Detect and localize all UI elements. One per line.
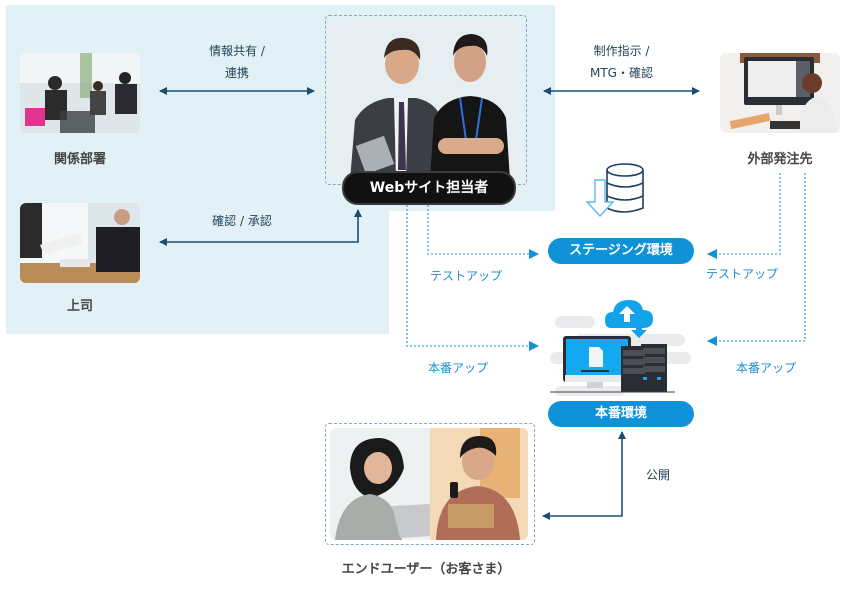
boss-handing-document-photo (20, 203, 140, 283)
cloud-server-icon (545, 292, 695, 398)
test-up-left-label: テストアップ (430, 269, 503, 283)
office-workers-photo (20, 53, 140, 133)
info-share-line1: 情報共有 / (209, 44, 265, 58)
prod-up-left-label: 本番アップ (428, 361, 489, 375)
prod-up-left-line (406, 205, 539, 351)
test-up-left-line (427, 205, 539, 259)
production-environment: 本番環境 (548, 401, 694, 427)
database-download-icon (585, 160, 650, 230)
publish-arrow (542, 431, 626, 520)
end-users-label: エンドユーザー（お客さま） (341, 562, 511, 577)
info-share-label: 情報共有 / 連携 (160, 40, 314, 84)
two-men-smiling-photo (330, 20, 520, 180)
customers-shopping-online-photo (330, 428, 528, 540)
related-dept-label: 関係部署 (53, 152, 106, 167)
direction-line2: MTG・確認 (590, 66, 653, 80)
boss-label: 上司 (66, 299, 93, 314)
end-users-frame (325, 423, 535, 545)
test-up-right-line (707, 173, 781, 259)
designer-at-computer-photo (720, 53, 840, 133)
external-vendor-label: 外部発注先 (747, 152, 813, 167)
approval-label: 確認 / 承認 (212, 214, 272, 228)
publish-label: 公開 (645, 468, 670, 482)
info-share-line2: 連携 (224, 66, 249, 80)
prod-up-right-label: 本番アップ (736, 361, 797, 375)
test-up-right-label: テストアップ (706, 267, 779, 281)
approval-arrow (159, 209, 362, 246)
web-manager-label: Webサイト担当者 (342, 171, 516, 205)
direction-label: 制作指示 / MTG・確認 (544, 40, 699, 84)
direction-line1: 制作指示 / (593, 44, 650, 58)
staging-environment: ステージング環境 (548, 238, 694, 264)
prod-up-right-line (707, 173, 806, 346)
